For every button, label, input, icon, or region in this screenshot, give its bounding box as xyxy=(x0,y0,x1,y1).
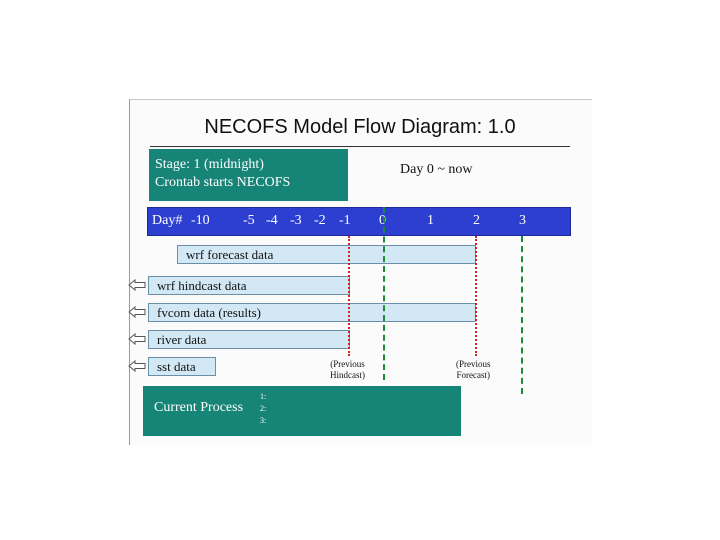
day-tick: -10 xyxy=(191,213,210,228)
process-step: 2: xyxy=(260,404,267,413)
process-step: 3: xyxy=(260,416,267,425)
fvcom-data-bar: fvcom data (results) xyxy=(148,303,476,322)
process-steps: 1: 2: 3: xyxy=(260,391,266,427)
left-arrow-icon xyxy=(128,333,146,345)
current-process-label: Current Process xyxy=(154,400,244,415)
left-arrow-icon xyxy=(128,279,146,291)
day-tick: -5 xyxy=(243,213,255,228)
day-tick: -4 xyxy=(266,213,278,228)
stage-box: Stage: 1 (midnight) Crontab starts NECOF… xyxy=(149,149,348,201)
left-arrow-icon xyxy=(128,360,146,372)
sst-data-bar: sst data xyxy=(148,357,216,376)
day-row-label: Day# xyxy=(152,213,183,228)
forecast-marker-line xyxy=(475,236,477,356)
title-underline xyxy=(150,146,570,147)
hindcast-marker-line xyxy=(348,236,350,356)
day-tick: 0 xyxy=(379,213,386,228)
previous-forecast-note: (Previous Forecast) xyxy=(456,359,491,380)
previous-hindcast-note: (Previous Hindcast) xyxy=(330,359,365,380)
process-step: 1: xyxy=(260,392,267,401)
day-tick: 3 xyxy=(519,213,526,228)
day-now-label: Day 0 ~ now xyxy=(400,162,473,177)
left-arrow-icon xyxy=(128,306,146,318)
current-process-box: Current Process 1: 2: 3: xyxy=(143,386,461,436)
day-timeline-bar xyxy=(147,207,571,236)
day3-marker-line xyxy=(521,236,523,394)
day-tick: -1 xyxy=(339,213,351,228)
day-tick: -3 xyxy=(290,213,302,228)
stage-line-2: Crontab starts NECOFS xyxy=(155,175,291,190)
day-tick: 1 xyxy=(427,213,434,228)
diagram-title: NECOFS Model Flow Diagram: 1.0 xyxy=(204,116,516,138)
wrf-forecast-bar: wrf forecast data xyxy=(177,245,476,264)
river-data-bar: river data xyxy=(148,330,350,349)
wrf-hindcast-bar: wrf hindcast data xyxy=(148,276,350,295)
day-tick: 2 xyxy=(473,213,480,228)
day-tick: -2 xyxy=(314,213,326,228)
stage-line-1: Stage: 1 (midnight) xyxy=(155,157,264,172)
day0-marker-line xyxy=(383,207,385,380)
